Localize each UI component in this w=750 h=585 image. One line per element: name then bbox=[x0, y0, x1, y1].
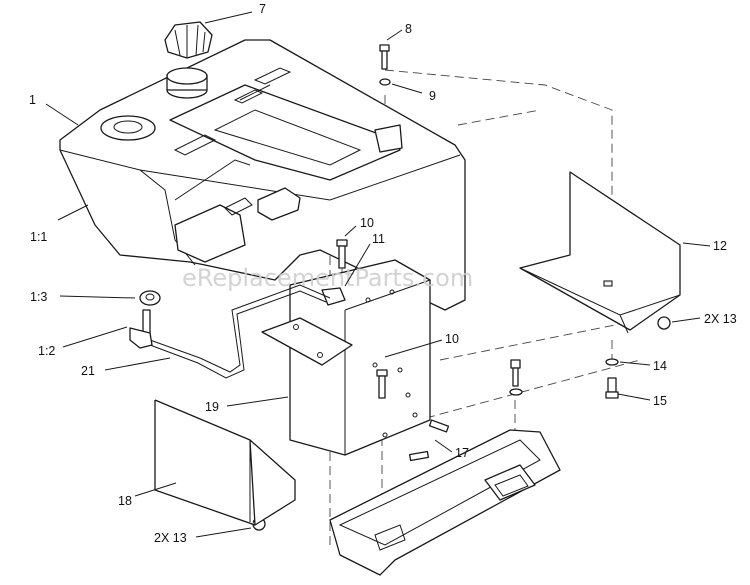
label-part-10-lower: 10 bbox=[445, 332, 459, 346]
bolt-10-upper bbox=[336, 239, 348, 269]
label-part-19: 19 bbox=[205, 400, 219, 414]
frame-bolt bbox=[509, 359, 523, 396]
label-part-18: 18 bbox=[118, 494, 132, 508]
grommet-1-3 bbox=[139, 290, 161, 306]
leader-lines bbox=[45, 11, 711, 538]
clamp-11 bbox=[321, 287, 346, 306]
mounting-bracket-19 bbox=[261, 259, 431, 456]
label-part-1-1: 1:1 bbox=[30, 230, 47, 244]
fuel-cap bbox=[164, 21, 213, 99]
label-part-7: 7 bbox=[259, 2, 266, 16]
fuel-tank bbox=[59, 39, 466, 311]
label-part-10-upper: 10 bbox=[360, 216, 374, 230]
washer-14 bbox=[605, 358, 619, 366]
label-part-21: 21 bbox=[81, 364, 95, 378]
label-part-13-lower: 2X 13 bbox=[154, 531, 187, 545]
bolt-10-lower bbox=[376, 369, 388, 399]
fitting-1-2 bbox=[129, 309, 153, 349]
label-part-11: 11 bbox=[372, 232, 385, 246]
bolt-17-b bbox=[408, 450, 430, 462]
label-part-8: 8 bbox=[405, 22, 412, 36]
frame-rail bbox=[329, 429, 561, 576]
label-part-1-3: 1:3 bbox=[30, 290, 47, 304]
label-part-17: 17 bbox=[455, 446, 469, 460]
nut-13-right bbox=[657, 316, 671, 330]
shield-18 bbox=[154, 399, 296, 526]
label-part-1-2: 1:2 bbox=[38, 344, 55, 358]
label-part-9: 9 bbox=[429, 89, 436, 103]
part-labels: 1 1:1 1:3 1:2 7 8 9 10 11 10 12 2X 13 2X… bbox=[29, 2, 737, 545]
bolt-8 bbox=[379, 44, 391, 86]
fuel-line-21 bbox=[149, 284, 331, 379]
label-part-14: 14 bbox=[653, 359, 667, 373]
bolt-15 bbox=[605, 377, 619, 399]
bracket-12 bbox=[519, 171, 681, 334]
label-part-1: 1 bbox=[29, 93, 36, 107]
bolt-17-a bbox=[428, 419, 450, 433]
label-part-12: 12 bbox=[713, 239, 727, 253]
watermark: eReplacementParts.com bbox=[182, 264, 473, 292]
label-part-13-right: 2X 13 bbox=[704, 312, 737, 326]
label-part-15: 15 bbox=[653, 394, 667, 408]
